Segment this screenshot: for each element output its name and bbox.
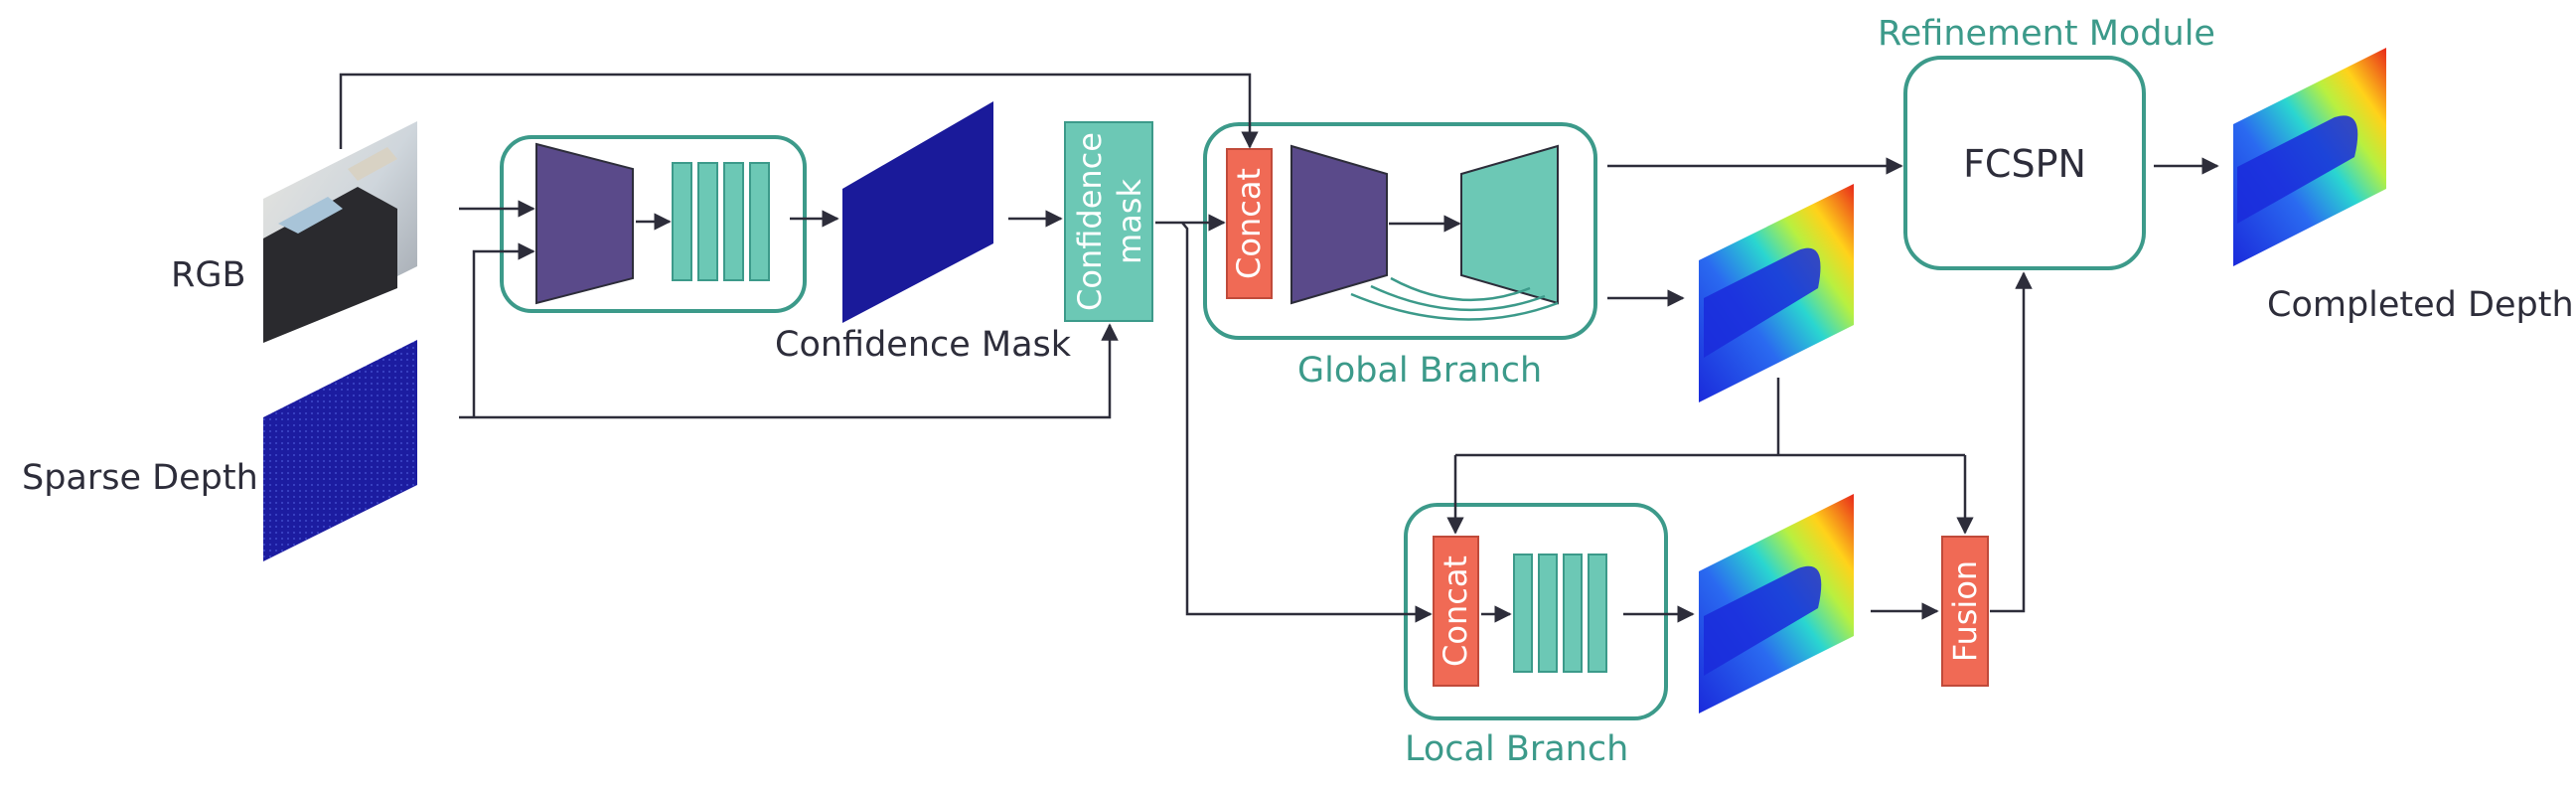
global-encoder-trapezoid [1290, 144, 1388, 305]
confidence-feature-blocks [672, 162, 770, 281]
local-depth-output [1699, 494, 1854, 713]
global-branch-label: Global Branch [1297, 351, 1542, 391]
confidence-mask-block-label-1: Confidence [1071, 132, 1109, 311]
rgb-image [263, 121, 417, 343]
local-branch-box [1404, 503, 1668, 720]
local-branch-label: Local Branch [1405, 729, 1628, 769]
rgb-label: RGB [171, 255, 245, 295]
fusion-block [1941, 536, 1989, 687]
completed-depth-image [2233, 48, 2386, 266]
confidence-mask-block [1064, 121, 1153, 322]
completed-depth-label: Completed Depth [2267, 285, 2574, 325]
fusion-label: Fusion [1946, 560, 1984, 662]
confidence-mask-block-label-2: mask [1111, 179, 1148, 264]
sparse-depth-image [263, 340, 417, 561]
confidence-encoder-trapezoid [535, 142, 634, 305]
global-depth-output [1699, 184, 1854, 402]
fcspn-label: FCSPN [1963, 142, 2086, 186]
global-concat-label: Concat [1230, 168, 1268, 279]
local-concat-block [1433, 536, 1479, 687]
connector-arrows [339, 73, 2219, 623]
refinement-module-label: Refinement Module [1878, 14, 2215, 54]
sparse-depth-label: Sparse Depth [22, 458, 258, 498]
confidence-network-box [500, 135, 807, 313]
global-branch-box [1203, 122, 1597, 340]
skip-connection-arcs [1350, 276, 1559, 321]
global-concat-block [1226, 148, 1273, 299]
confidence-mask-label: Confidence Mask [775, 325, 1072, 365]
global-decoder-trapezoid [1460, 144, 1559, 305]
fcspn-box [1903, 56, 2146, 270]
local-feature-blocks [1513, 554, 1607, 673]
confidence-mask-image [842, 101, 993, 323]
local-concat-label: Concat [1437, 555, 1474, 667]
